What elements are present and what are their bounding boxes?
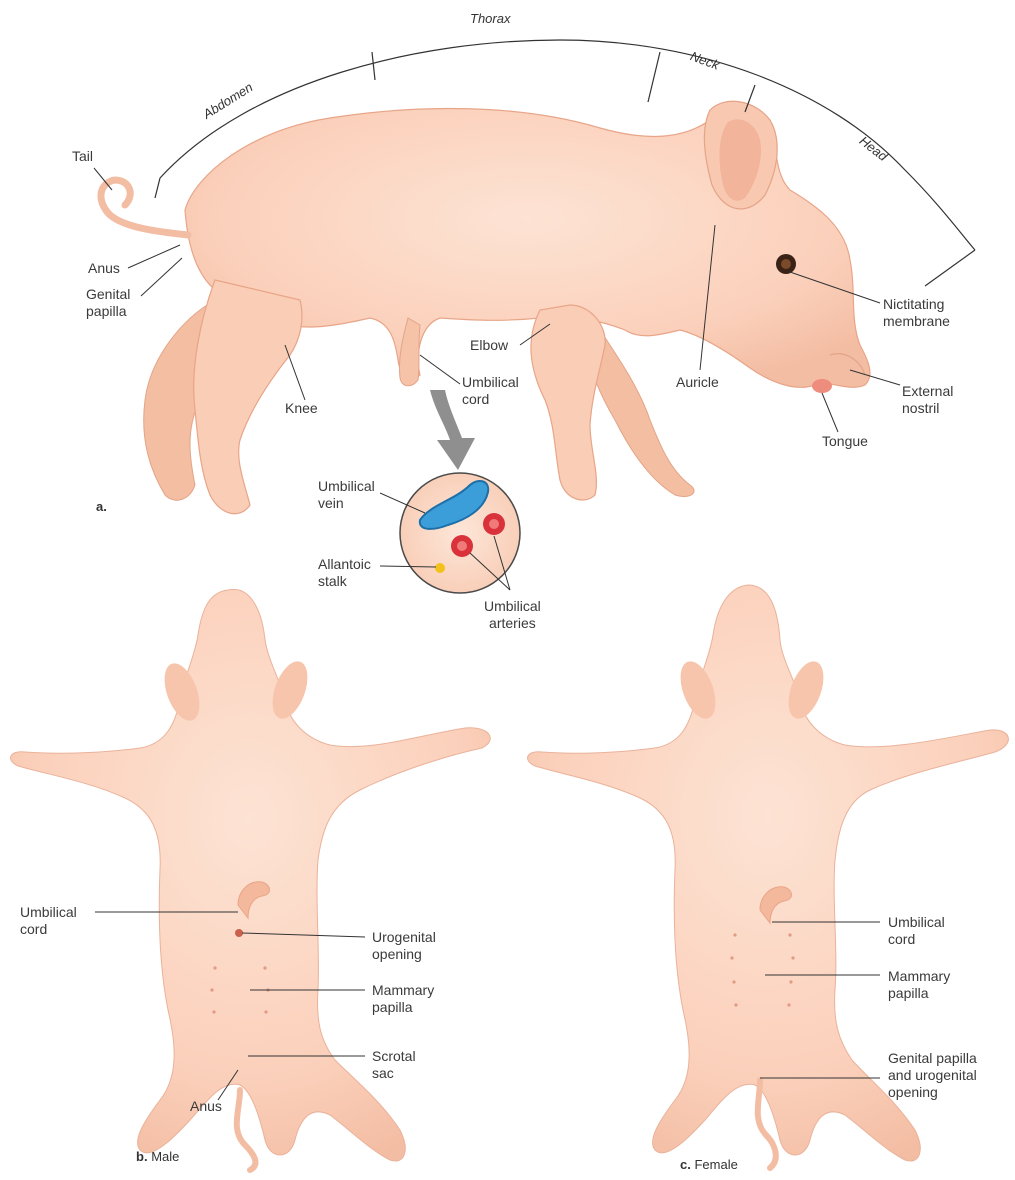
label-umbilical-cord-c: Umbilical cord (888, 914, 945, 948)
label-tongue: Tongue (822, 433, 868, 450)
label-mammary-papilla-b: Mammary papilla (372, 982, 434, 1016)
near-hind-leg (194, 280, 302, 514)
tail (101, 180, 188, 235)
label-external-nostril: External nostril (902, 383, 953, 417)
label-umbilical-cord-b: Umbilical cord (20, 904, 77, 938)
label-urogenital-opening: Urogenital opening (372, 929, 436, 963)
label-umbilical-arteries: Umbilical arteries (484, 598, 541, 632)
label-genital-papilla-c: Genital papilla and urogenital opening (888, 1050, 977, 1101)
tongue (812, 379, 832, 393)
pig-male-ventral (11, 589, 491, 1170)
panel-caption-b: b. Male (136, 1148, 179, 1165)
label-anus-a: Anus (88, 260, 120, 277)
pig-lateral-view (101, 101, 870, 513)
male-body (11, 589, 491, 1161)
label-genital-papilla-a: Genital papilla (86, 286, 130, 320)
region-label-thorax: Thorax (470, 10, 510, 27)
allantoic-stalk-shape (435, 563, 445, 573)
near-front-leg (531, 305, 605, 500)
label-knee: Knee (285, 400, 318, 417)
label-auricle: Auricle (676, 374, 719, 391)
label-allantoic-stalk: Allantoic stalk (318, 556, 371, 590)
panel-letter-a: a. (96, 498, 107, 515)
umbilical-cross-section (400, 473, 520, 593)
panel-caption-c: c. Female (680, 1156, 738, 1173)
label-scrotal-sac: Scrotal sac (372, 1048, 416, 1082)
label-nictitating-membrane: Nictitating membrane (883, 296, 950, 330)
label-elbow: Elbow (470, 337, 508, 354)
label-anus-b: Anus (190, 1098, 222, 1115)
label-mammary-papilla-c: Mammary papilla (888, 968, 950, 1002)
label-tail: Tail (72, 148, 93, 165)
label-umbilical-cord-a: Umbilical cord (462, 374, 519, 408)
label-umbilical-vein: Umbilical vein (318, 478, 375, 512)
